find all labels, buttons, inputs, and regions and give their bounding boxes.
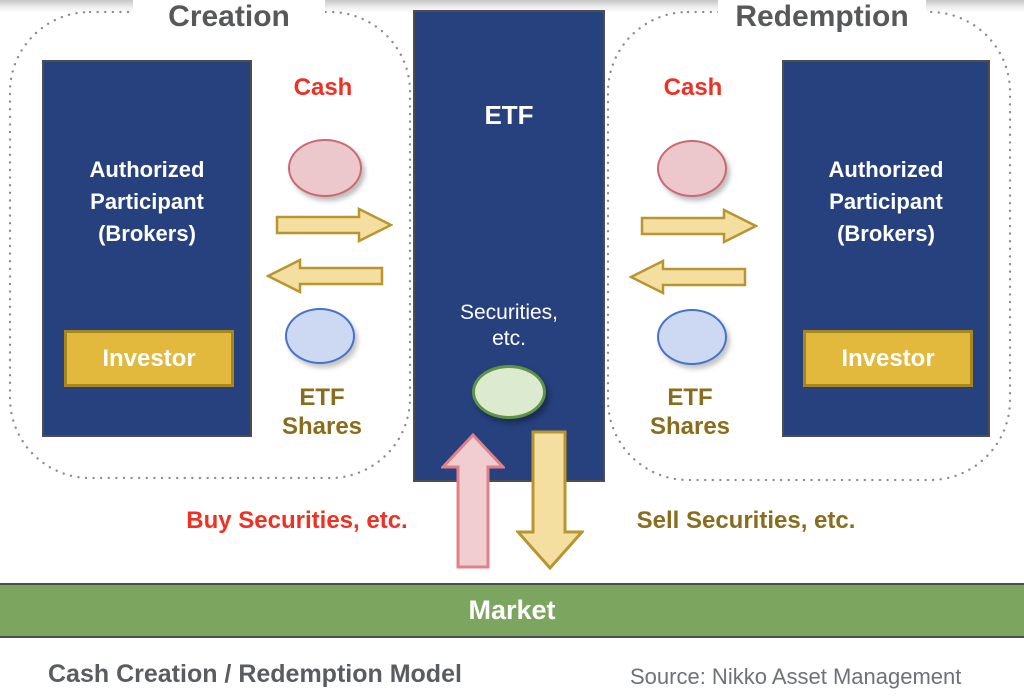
creation-title: Creation — [133, 0, 325, 34]
etf-title: ETF — [484, 100, 534, 130]
etf-shares-ellipse-icon-left — [285, 308, 355, 364]
authorized-participant-box-right: Authorized Participant (Brokers) Investo… — [782, 60, 990, 437]
creation-boundary — [8, 10, 412, 480]
investor-box-right: Investor — [803, 330, 973, 387]
redemption-title: Redemption — [718, 0, 926, 34]
etf-shares-label-right: ETF Shares — [649, 384, 731, 440]
shares-arrow-left-icon-left — [266, 258, 384, 294]
cash-ellipse-icon-left — [288, 139, 362, 197]
sell-securities-arrow-down-icon — [516, 430, 584, 570]
shares-arrow-left-icon-right — [629, 259, 747, 295]
investor-box-left: Investor — [64, 330, 234, 387]
cash-arrow-right-icon-right — [640, 208, 758, 244]
sell-securities-label: Sell Securities, etc. — [636, 507, 856, 534]
authorized-participant-label: Authorized Participant (Brokers) — [828, 157, 944, 246]
market-label: Market — [468, 595, 556, 625]
securities-label: Securities, etc. — [459, 301, 559, 350]
etf-shares-ellipse-icon-right — [657, 309, 727, 365]
buy-securities-arrow-up-icon — [441, 433, 505, 569]
cash-arrow-right-icon-left — [275, 207, 393, 243]
cash-ellipse-icon-right — [657, 140, 727, 197]
securities-ellipse-icon — [472, 365, 546, 419]
source-attribution: Source: Nikko Asset Management — [630, 664, 962, 689]
authorized-participant-label: Authorized Participant (Brokers) — [89, 157, 205, 246]
buy-securities-label: Buy Securities, etc. — [186, 507, 408, 534]
cash-label-right: Cash — [663, 74, 723, 101]
etf-box: ETF Securities, etc. — [413, 10, 605, 482]
authorized-participant-box-left: Authorized Participant (Brokers) Investo… — [42, 60, 252, 437]
etf-shares-label-left: ETF Shares — [281, 384, 363, 440]
cash-label-left: Cash — [293, 74, 353, 101]
market-bar: Market — [0, 583, 1024, 638]
diagram-caption: Cash Creation / Redemption Model — [48, 660, 462, 688]
